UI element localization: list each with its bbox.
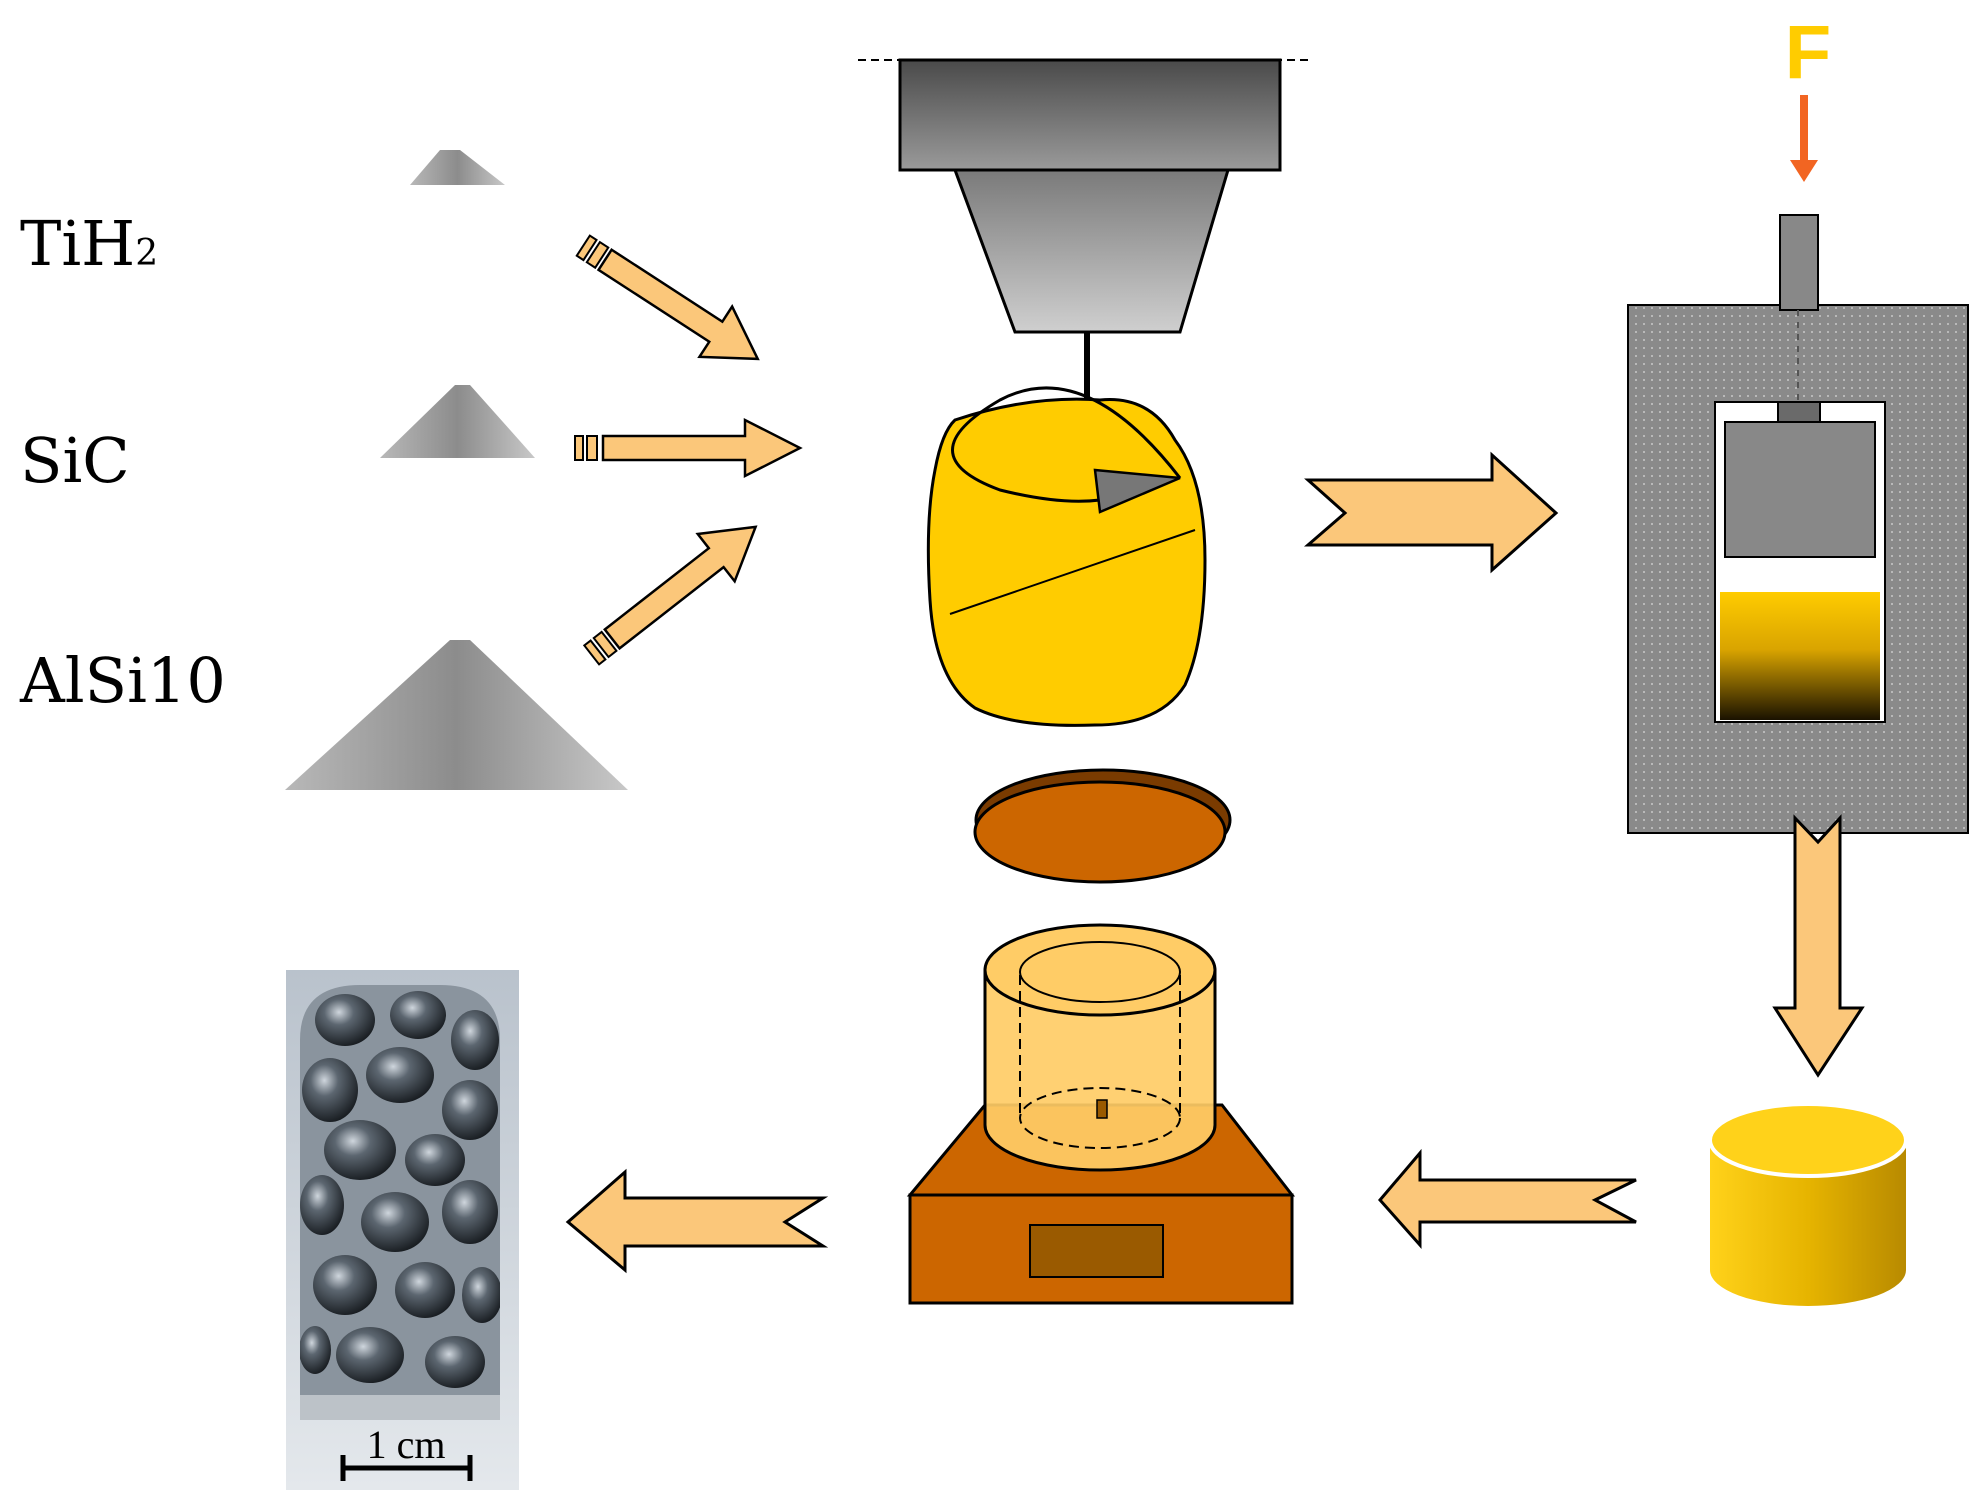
sic-powder-heap [380,385,535,458]
arrow-tih2-to-mixer [575,234,760,361]
powder-label-tih2: TiH2 [20,207,158,280]
uniaxial-press-icon [1627,214,1969,834]
arrow-sic-to-mixer [574,417,803,479]
tih2-powder-heap [410,150,505,185]
force-arrow-icon [1790,95,1818,182]
arrow-press-to-pellet [1772,814,1865,1078]
arrow-pellet-to-furnace [1378,1148,1637,1249]
scale-bar: 1 cm [340,1422,473,1481]
powder-label-sic: SiC [20,424,130,497]
force-label: F [1785,10,1831,95]
foaming-furnace-icon [906,768,1296,1305]
scale-bar-label: 1 cm [367,1422,446,1467]
arrow-alsi10-to-mixer [582,525,758,666]
turbula-mixer-icon [858,58,1310,727]
powder-label-alsi10: AlSi10 [19,644,226,717]
precursor-pellet-icon [1708,1102,1908,1306]
arrow-mixer-to-press [1303,451,1559,574]
alsi10-powder-heap [285,640,628,790]
foam-sample-photo: 1 cm [286,970,519,1490]
arrow-furnace-to-sample [565,1168,829,1274]
